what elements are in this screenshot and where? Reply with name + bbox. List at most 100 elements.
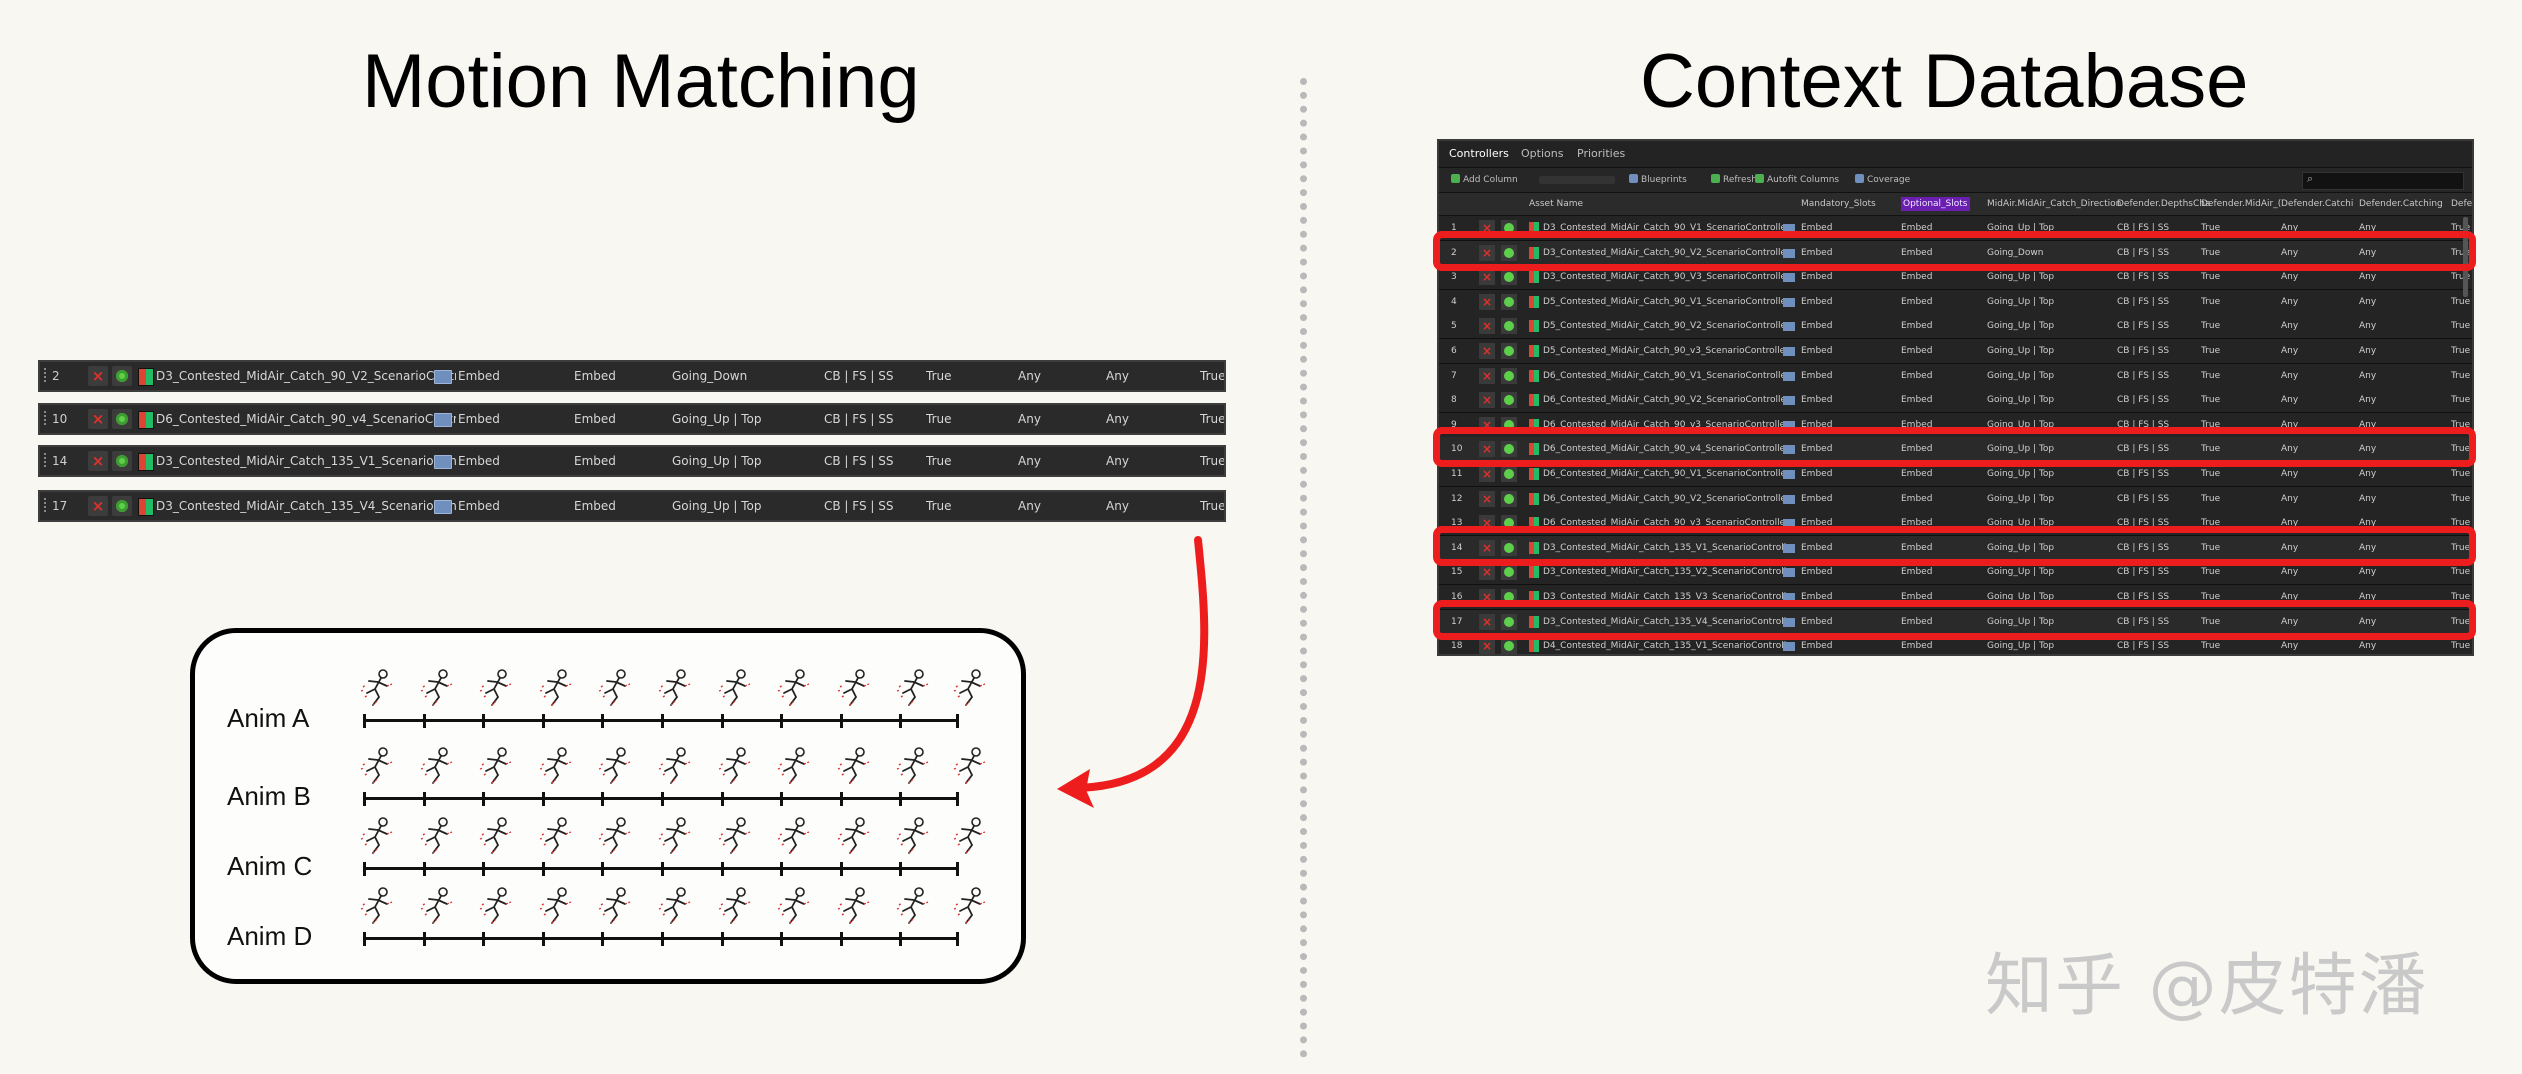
delete-icon[interactable]: ×: [88, 451, 108, 471]
db-cell: Embed: [1901, 296, 1933, 307]
db-column-header-cell[interactable]: Optional_Slots: [1901, 197, 1970, 211]
delete-icon[interactable]: ×: [1479, 343, 1495, 359]
edit-asset-icon[interactable]: [1783, 519, 1795, 529]
drag-handle-icon[interactable]: [44, 492, 48, 520]
db-tab[interactable]: Controllers: [1449, 147, 1509, 160]
db-column-header-cell[interactable]: Defe: [2451, 199, 2473, 209]
enabled-toggle-icon[interactable]: [1501, 466, 1517, 482]
db-cell: Embed: [1901, 592, 1933, 602]
db-toolbar-button[interactable]: Coverage: [1855, 168, 1910, 192]
enabled-toggle-icon[interactable]: [1501, 613, 1517, 630]
edit-asset-icon[interactable]: [1783, 371, 1795, 381]
edit-asset-icon[interactable]: [1783, 642, 1795, 652]
edit-asset-icon[interactable]: [434, 370, 452, 384]
edit-asset-icon[interactable]: [1783, 347, 1795, 356]
running-figure-icon: [893, 815, 933, 855]
db-tab[interactable]: Options: [1521, 147, 1564, 160]
db-row[interactable]: 10×D6_Contested_MidAir_Catch_90_v4_Scena…: [1439, 437, 2472, 463]
db-column-header-cell[interactable]: Defender.DepthsCha: [2117, 199, 2211, 209]
delete-icon[interactable]: ×: [1479, 318, 1495, 335]
enabled-toggle-icon[interactable]: [1501, 244, 1517, 261]
enabled-toggle-icon[interactable]: [1501, 441, 1517, 458]
db-row[interactable]: 8×D6_Contested_MidAir_Catch_90_V2_Scenar…: [1439, 388, 2472, 414]
delete-icon[interactable]: ×: [1479, 638, 1495, 654]
enabled-toggle-icon[interactable]: [1501, 293, 1517, 310]
enabled-toggle-icon[interactable]: [1501, 269, 1517, 286]
db-cell: Embed: [1801, 346, 1833, 356]
delete-icon[interactable]: ×: [1479, 441, 1495, 458]
delete-icon[interactable]: ×: [1479, 244, 1495, 261]
delete-icon[interactable]: ×: [88, 496, 108, 516]
edit-asset-icon[interactable]: [434, 455, 452, 469]
db-column-header-cell[interactable]: Defender.Catchi: [2281, 199, 2354, 209]
delete-icon[interactable]: ×: [1479, 367, 1495, 384]
db-tab[interactable]: Priorities: [1577, 147, 1626, 160]
db-column-header-cell[interactable]: MidAir.MidAir_Catch_Direction: [1987, 199, 2122, 209]
db-column-header-cell[interactable]: Mandatory_Slots: [1801, 199, 1876, 209]
enabled-toggle-icon[interactable]: [1501, 490, 1517, 507]
db-cell: Any: [2281, 247, 2299, 258]
edit-asset-icon[interactable]: [1783, 617, 1795, 627]
enabled-toggle-icon[interactable]: [1501, 318, 1517, 335]
db-row[interactable]: 5×D5_Contested_MidAir_Catch_90_V2_Scenar…: [1439, 314, 2472, 340]
db-scrollbar[interactable]: [2463, 217, 2468, 297]
edit-asset-icon[interactable]: [1783, 248, 1795, 258]
delete-icon[interactable]: ×: [88, 366, 108, 386]
db-toolbar-button[interactable]: Autofit Columns: [1755, 168, 1839, 192]
edit-asset-icon[interactable]: [1783, 297, 1795, 307]
db-column-header-cell[interactable]: Defender.Catching: [2359, 199, 2443, 209]
db-row[interactable]: 12×D6_Contested_MidAir_Catch_90_V2_Scena…: [1439, 486, 2472, 512]
delete-icon[interactable]: ×: [88, 409, 108, 429]
delete-icon[interactable]: ×: [1479, 293, 1495, 310]
drag-handle-icon[interactable]: [44, 405, 48, 433]
db-toolbar-button[interactable]: Refresh: [1711, 168, 1757, 192]
enabled-toggle-icon[interactable]: [112, 451, 132, 471]
delete-icon[interactable]: ×: [1479, 392, 1495, 409]
delete-icon[interactable]: ×: [1479, 490, 1495, 507]
db-toolbar-button[interactable]: Add Column: [1451, 168, 1518, 192]
db-column-header-cell[interactable]: Asset Name: [1529, 199, 1584, 209]
db-toolbar-button[interactable]: Blueprints: [1629, 168, 1687, 192]
delete-icon[interactable]: ×: [1479, 539, 1495, 556]
db-cell: Any: [2359, 469, 2377, 479]
db-column-header-cell[interactable]: Defender.MidAir_(: [2201, 199, 2282, 209]
db-row[interactable]: 4×D5_Contested_MidAir_Catch_90_V1_Scenar…: [1439, 289, 2472, 315]
edit-asset-icon[interactable]: [434, 500, 452, 514]
delete-icon[interactable]: ×: [1479, 613, 1495, 630]
enabled-toggle-icon[interactable]: [1501, 392, 1517, 409]
db-row[interactable]: 17×D3_Contested_MidAir_Catch_135_V4_Scen…: [1439, 609, 2472, 635]
db-row[interactable]: 6×D5_Contested_MidAir_Catch_90_v3_Scenar…: [1439, 339, 2472, 364]
enabled-toggle-icon[interactable]: [1501, 367, 1517, 384]
delete-icon[interactable]: ×: [1479, 466, 1495, 482]
delete-icon[interactable]: ×: [1479, 564, 1495, 581]
db-row[interactable]: 7×D6_Contested_MidAir_Catch_90_V1_Scenar…: [1439, 363, 2472, 389]
delete-icon[interactable]: ×: [1479, 269, 1495, 286]
edit-asset-icon[interactable]: [1783, 494, 1795, 504]
edit-asset-icon[interactable]: [1783, 543, 1795, 553]
db-row[interactable]: 14×D3_Contested_MidAir_Catch_135_V1_Scen…: [1439, 535, 2472, 561]
edit-asset-icon[interactable]: [1783, 420, 1795, 430]
db-cell: Any: [2281, 469, 2299, 479]
enabled-toggle-icon[interactable]: [1501, 539, 1517, 556]
edit-asset-icon[interactable]: [1783, 224, 1795, 233]
enabled-toggle-icon[interactable]: [112, 409, 132, 429]
asset-icon: [138, 498, 154, 516]
db-row[interactable]: 2×D3_Contested_MidAir_Catch_90_V2_Scenar…: [1439, 240, 2472, 266]
edit-asset-icon[interactable]: [1783, 593, 1795, 602]
enabled-toggle-icon[interactable]: [1501, 564, 1517, 581]
edit-asset-icon[interactable]: [1783, 470, 1795, 479]
db-cell: Going_Up | Top: [1987, 493, 2055, 504]
enabled-toggle-icon[interactable]: [1501, 638, 1517, 654]
drag-handle-icon[interactable]: [44, 362, 48, 390]
edit-asset-icon[interactable]: [1783, 396, 1795, 406]
drag-handle-icon[interactable]: [44, 447, 48, 475]
edit-asset-icon[interactable]: [1783, 322, 1795, 332]
enabled-toggle-icon[interactable]: [1501, 343, 1517, 359]
edit-asset-icon[interactable]: [1783, 273, 1795, 283]
db-search-input[interactable]: [2302, 172, 2464, 190]
edit-asset-icon[interactable]: [1783, 445, 1795, 455]
enabled-toggle-icon[interactable]: [112, 496, 132, 516]
edit-asset-icon[interactable]: [1783, 568, 1795, 578]
edit-asset-icon[interactable]: [434, 413, 452, 427]
enabled-toggle-icon[interactable]: [112, 366, 132, 386]
